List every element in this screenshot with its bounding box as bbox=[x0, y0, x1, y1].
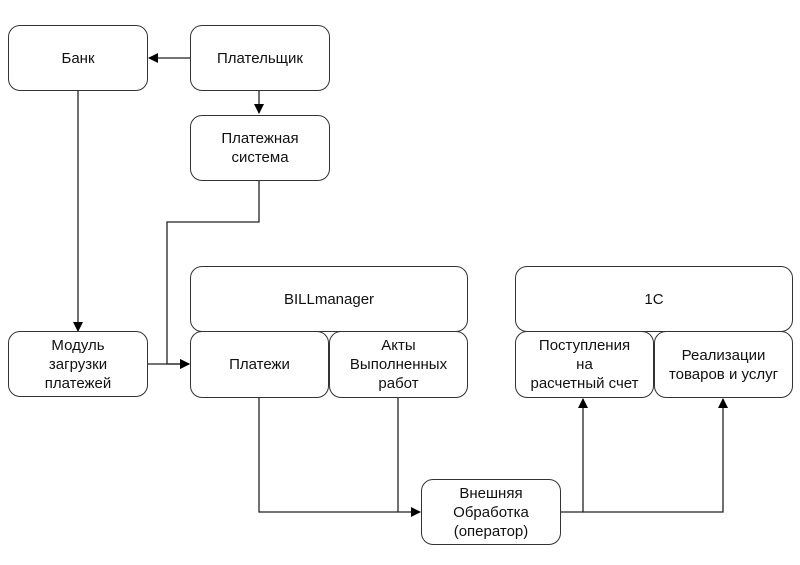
node-payment-system-label: Платежная система bbox=[221, 130, 299, 166]
edge-payments-to-external bbox=[258, 398, 421, 517]
node-sales: Реализации товаров и услуг bbox=[654, 331, 793, 398]
edge-external-to-receipts bbox=[561, 398, 588, 513]
node-upload-module: Модуль загрузки платежей bbox=[8, 331, 148, 397]
node-1c: 1С bbox=[515, 266, 793, 332]
node-bank-label: Банк bbox=[61, 49, 95, 67]
node-payments: Платежи bbox=[190, 331, 329, 398]
node-payments-label: Платежи bbox=[229, 356, 290, 373]
node-receipts-label: Поступления на расчетный счет bbox=[530, 337, 639, 392]
node-external-processing: Внешняя Обработка (оператор) bbox=[421, 479, 561, 545]
node-acts-label: Акты Выполненных работ bbox=[349, 337, 448, 392]
node-sales-label: Реализации товаров и услуг bbox=[668, 346, 779, 383]
node-payer: Плательщик bbox=[190, 25, 330, 91]
node-1c-label: 1С bbox=[644, 290, 664, 308]
node-bank: Банк bbox=[8, 25, 148, 91]
node-payment-system: Платежная система bbox=[190, 115, 330, 181]
node-payer-label: Плательщик bbox=[217, 49, 303, 67]
node-acts: Акты Выполненных работ bbox=[329, 331, 468, 398]
node-upload-module-label: Модуль загрузки платежей bbox=[44, 336, 112, 392]
node-billmanager: BILLmanager bbox=[190, 266, 468, 332]
node-external-processing-label: Внешняя Обработка (оператор) bbox=[453, 484, 529, 540]
node-billmanager-label: BILLmanager bbox=[283, 290, 375, 308]
edge-external-to-sales bbox=[583, 398, 728, 513]
node-receipts: Поступления на расчетный счет bbox=[515, 331, 654, 398]
